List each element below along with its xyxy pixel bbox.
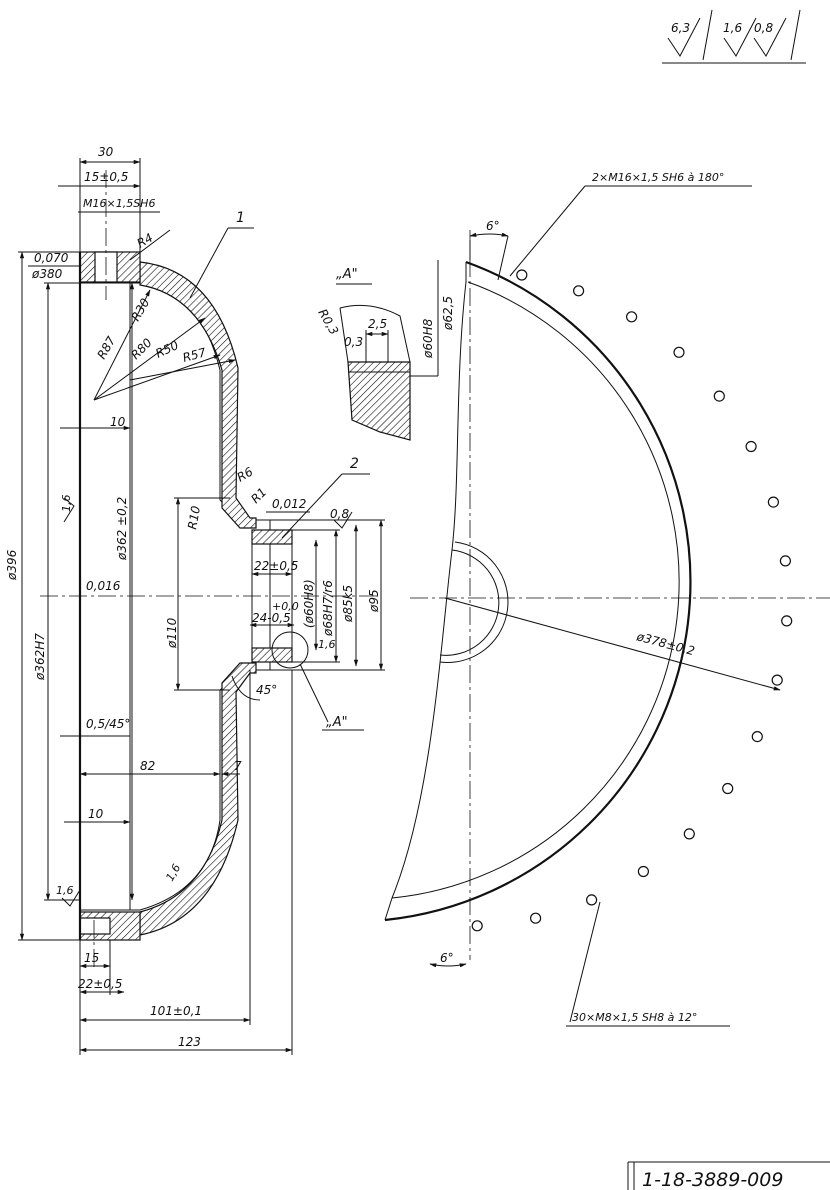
finish-callout-1: 1,6 bbox=[723, 21, 742, 35]
rough-16-hub: 1,6 bbox=[318, 638, 336, 651]
dim-22-05-bottom: 22±0,5 bbox=[78, 977, 122, 991]
detail-dim-25: 2,5 bbox=[368, 317, 387, 331]
title-block: 1-18-3889-009 bbox=[627, 1161, 830, 1190]
dim-15-bottom: 15 bbox=[84, 951, 99, 965]
bolt-hole bbox=[683, 828, 695, 840]
detail-dim-60h8: ø60H8 bbox=[421, 318, 435, 359]
dim-396: ø396 bbox=[5, 549, 19, 581]
leader-part-1: 1 bbox=[236, 210, 245, 226]
bolt-hole bbox=[516, 269, 528, 281]
dim-r1: R1 bbox=[248, 485, 269, 506]
bolt-hole bbox=[625, 311, 638, 323]
section-view: 30 15±0,5 M16×1,5SH6 R4 ø396 0,070 ø380 … bbox=[5, 145, 385, 1055]
finish-general: 6,3 bbox=[671, 21, 690, 35]
dim-chamfer-05-45: 0,5/45° bbox=[86, 717, 130, 731]
bolt-hole bbox=[673, 346, 685, 358]
detail-a-title: „A" bbox=[336, 267, 358, 282]
dim-r87: R87 bbox=[94, 334, 118, 362]
angle-top: 6° bbox=[486, 219, 500, 233]
dim-24: 24-0,5 bbox=[252, 611, 291, 625]
dim-68: ø68H7/r6 bbox=[321, 580, 335, 637]
rough-08: 0,8 bbox=[330, 507, 349, 521]
detail-dim-625: ø62,5 bbox=[441, 296, 455, 331]
dim-7: 7 bbox=[234, 759, 242, 773]
bolt-hole bbox=[779, 555, 792, 567]
bolt-hole bbox=[767, 496, 780, 508]
detail-dim-03: 0,3 bbox=[344, 335, 363, 349]
dim-chamfer-45: 45° bbox=[256, 683, 277, 697]
dim-r4: R4 bbox=[135, 230, 156, 250]
bolt-hole bbox=[572, 285, 585, 297]
dim-r57: R57 bbox=[181, 345, 208, 365]
dim-85: ø85k5 bbox=[341, 585, 355, 623]
angle-bottom: 6° bbox=[440, 951, 454, 965]
bolt-hole bbox=[529, 912, 542, 924]
thread-30x: 30×M8×1,5 SH8 à 12° bbox=[572, 1011, 697, 1024]
dim-tol-0016: 0,016 bbox=[86, 579, 121, 593]
detail-a-ref: „A" bbox=[326, 715, 348, 730]
dim-101: 101±0,1 bbox=[150, 1004, 202, 1018]
dim-362-02: ø362 ±0,2 bbox=[115, 497, 129, 561]
plan-view: ø378±0,2 6° 6° 2×M16×1,5 SH6 à 180° 30×M… bbox=[384, 171, 830, 1027]
rough-16-bottom: 1,6 bbox=[56, 884, 74, 897]
thread-2x: 2×M16×1,5 SH6 à 180° bbox=[592, 171, 724, 184]
surface-finish-symbol: 6,3 1,6 0,8 bbox=[662, 9, 806, 64]
dim-r50: R50 bbox=[153, 338, 181, 361]
rough-16-lower: 1,6 bbox=[163, 862, 183, 884]
detail-a: „A" 2,5 0,3 R0,3 ø60H8 ø62,5 bbox=[315, 260, 455, 441]
bolt-hole bbox=[471, 920, 483, 932]
bolt-hole bbox=[771, 674, 783, 686]
dim-82: 82 bbox=[140, 759, 155, 773]
finish-callout-2: 0,8 bbox=[754, 21, 773, 35]
dim-123: 123 bbox=[178, 1035, 201, 1049]
dim-r6: R6 bbox=[235, 464, 256, 484]
bolt-hole bbox=[722, 782, 734, 795]
bolt-hole bbox=[745, 440, 757, 453]
rough-16-left: 1,6 bbox=[60, 495, 73, 513]
dim-362h7: ø362H7 bbox=[33, 633, 47, 681]
dim-30: 30 bbox=[98, 145, 114, 159]
dim-15: 15±0,5 bbox=[84, 170, 128, 184]
drawing-number: 1-18-3889-009 bbox=[642, 1169, 783, 1190]
dim-tol-0012: 0,012 bbox=[272, 497, 306, 511]
dim-00: +0,0 bbox=[272, 600, 299, 613]
leader-part-2: 2 bbox=[350, 456, 359, 472]
dim-22-05: 22±0,5 bbox=[254, 559, 298, 573]
dim-10-top: 10 bbox=[110, 415, 126, 429]
bolt-hole bbox=[751, 730, 763, 743]
bolt-hole bbox=[637, 865, 650, 878]
dim-r10: R10 bbox=[185, 504, 203, 530]
dim-tol-0070: 0,070 bbox=[34, 251, 69, 265]
dim-95: ø95 bbox=[367, 589, 381, 613]
dim-380: ø380 bbox=[31, 267, 63, 281]
dim-60h8-paren: (ø60H8) bbox=[302, 579, 316, 628]
bolt-hole bbox=[713, 390, 725, 402]
bolt-hole bbox=[585, 894, 598, 906]
dim-110: ø110 bbox=[165, 617, 179, 649]
dim-10-bottom: 10 bbox=[88, 807, 104, 821]
bolt-hole bbox=[781, 615, 793, 627]
dim-thread-top: M16×1,5SH6 bbox=[83, 197, 155, 210]
detail-dim-r03: R0,3 bbox=[315, 307, 341, 338]
